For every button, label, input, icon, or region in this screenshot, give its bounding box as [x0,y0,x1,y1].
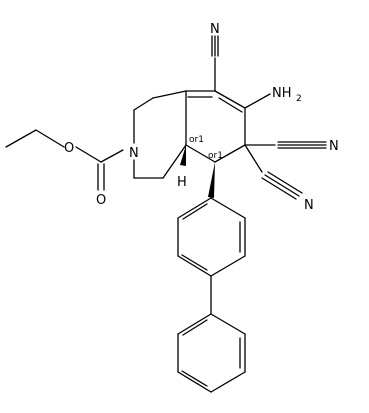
ph1-b6 [177,197,212,219]
cn-down-2 [261,177,297,200]
ph2-d3 [182,319,208,336]
ph1-b3 [210,255,246,277]
ph1-b1 [210,197,246,219]
ch2-alkene-bond [152,90,187,99]
junction-ch-bond [162,144,187,179]
ph2-b3 [210,371,246,393]
ph1-d3 [182,203,208,220]
c8-junction-bond [185,144,216,163]
stereo-hydrogen: H [177,175,187,190]
amine-subscript: 2 [296,94,302,104]
amine-label: NH [272,86,292,101]
cn-down-1 [264,174,300,197]
stereo-label-a: or1 [189,135,204,145]
stereo-label-b: or1 [208,151,223,161]
nitrile-n-down: N [304,198,314,213]
ph2-b1 [210,313,246,335]
aryl-wedge-bond [208,162,215,198]
carbonyl-c-n-bond [100,149,124,163]
c6-nh2-bond [244,93,271,109]
bond-lines [5,35,327,393]
ph1-b4 [177,255,212,277]
ph1-d2 [181,254,208,271]
ph2-d2 [181,370,208,387]
ring-nitrogen: N [129,146,139,161]
c5-c6-bond [214,90,246,109]
atom-labels: N NH 2 N N O O N H or1 or1 [64,22,339,213]
c7-cn-down-bond [244,144,263,173]
c7-c8-bond [214,144,246,163]
ph2-b4 [177,371,212,393]
ethyl-ch3-bond [5,129,37,148]
ph2-b6 [177,313,212,335]
carbonyl-oxygen: O [96,193,106,208]
o-carbonyl-c-bond [75,146,102,163]
nitrile-n-right: N [329,139,339,154]
c5-c6-double [218,97,243,113]
ethyl-ch2-o-bond [35,129,65,148]
ester-oxygen: O [64,141,74,156]
cn-down-3 [267,171,303,194]
nitrile-n-top: N [210,22,220,37]
ch2-ch2-bond [133,97,154,111]
h-wedge-bond [180,145,186,166]
